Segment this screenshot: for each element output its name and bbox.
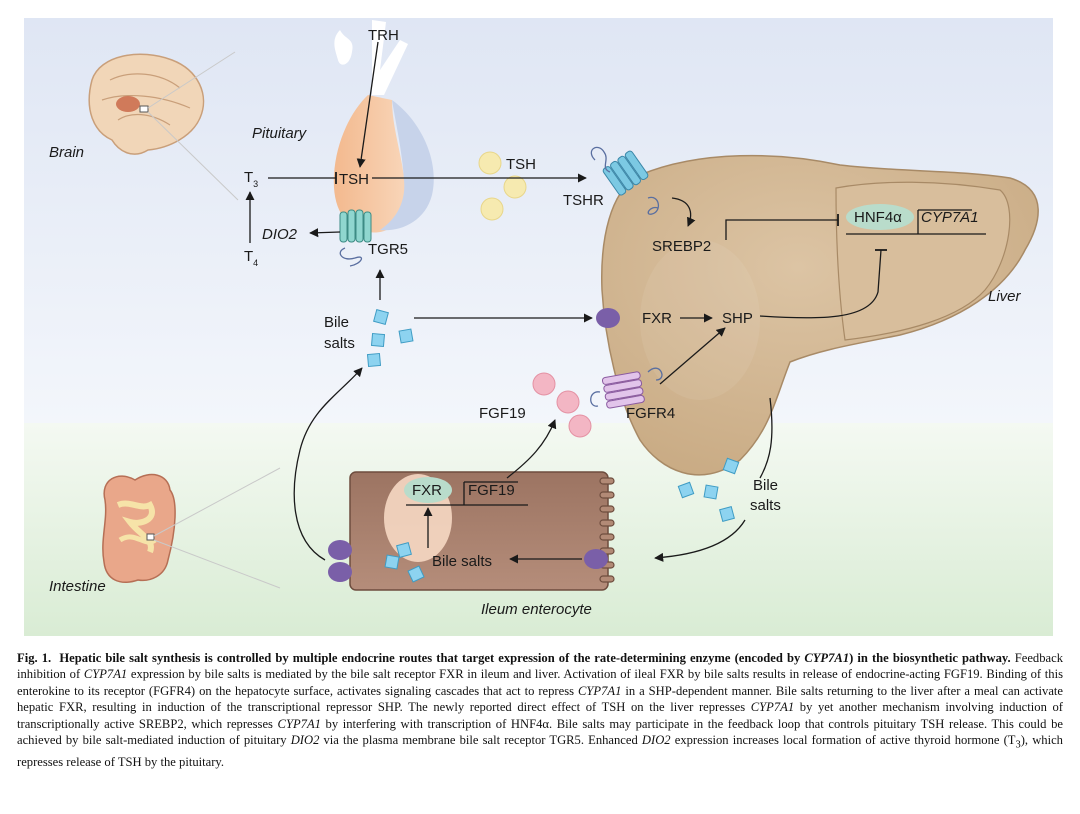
bile-salts-top-label-1: Bile xyxy=(324,314,349,331)
fgf19-release-arrow xyxy=(506,419,557,479)
brain-illustration xyxy=(88,51,239,201)
bile-salt-particles xyxy=(366,309,740,583)
ileum-enterocyte-label: Ileum enterocyte xyxy=(481,601,592,618)
fgfr4-loop-icon xyxy=(590,391,601,407)
fgfr4-to-shp-arrow xyxy=(659,327,726,385)
t3-label: T3 xyxy=(244,169,258,189)
bile-salts-right-label-1: Bile xyxy=(753,477,778,494)
srebp2-label: SREBP2 xyxy=(652,238,711,255)
fxr-cell-label: FXR xyxy=(412,482,442,499)
fgfr4-label: FGFR4 xyxy=(626,405,675,422)
pathway-arrows xyxy=(245,41,986,564)
t4-label: T4 xyxy=(244,248,258,268)
tsh-hormone-label: TSH xyxy=(506,156,536,173)
endocrine-diagram: TRH Pituitary Brain T3 T4 TSH DIO2 TGR5 … xyxy=(24,18,1053,636)
enterocyte-cell xyxy=(349,471,615,591)
intestine-label: Intestine xyxy=(49,578,106,595)
figure-caption: Fig. 1. Hepatic bile salt synthesis is c… xyxy=(17,651,1063,769)
fgfr4-tail-icon xyxy=(647,367,663,381)
tshr-loop-icon xyxy=(647,196,659,215)
hnf4a-oval xyxy=(846,204,914,230)
bile-salts-cell-label: Bile salts xyxy=(432,553,492,570)
cyp7a1-liver-label: CYP7A1 xyxy=(921,209,979,226)
fgf19-molecules xyxy=(532,372,592,438)
tshr-receptor xyxy=(602,150,649,196)
srebp2-inhibit-hnf4a xyxy=(725,219,838,240)
fxr-liver-label: FXR xyxy=(642,310,672,327)
shp-label: SHP xyxy=(722,310,753,327)
fgf19-cell-label: FGF19 xyxy=(468,482,515,499)
pituitary-label: Pituitary xyxy=(252,125,308,142)
tsh-molecules xyxy=(478,151,527,221)
intestine-illustration xyxy=(102,467,281,589)
fxr-cell-oval xyxy=(404,477,452,503)
fgfr4-receptor xyxy=(601,371,645,409)
tgr5-receptor xyxy=(339,209,372,267)
bile-salts-return-arrow xyxy=(293,367,363,561)
tgr5-label: TGR5 xyxy=(368,241,408,258)
tsh-pituitary-label: TSH xyxy=(339,171,369,188)
liver-label: Liver xyxy=(988,288,1022,305)
tshr-label: TSHR xyxy=(563,192,604,209)
fgf19-hormone-label: FGF19 xyxy=(479,405,526,422)
shp-inhibit-cyp7a1 xyxy=(759,249,882,319)
diagram-labels: TRH Pituitary Brain T3 T4 TSH DIO2 TGR5 … xyxy=(49,27,1022,618)
dio2-label: DIO2 xyxy=(262,226,298,243)
trh-arrow xyxy=(356,41,379,168)
transporters xyxy=(328,308,620,582)
tshr-tail-icon xyxy=(590,146,611,173)
bile-salts-to-ileum-arrow xyxy=(654,519,746,562)
tshr-srebp2-arrow xyxy=(671,197,696,227)
brain-label: Brain xyxy=(49,144,84,161)
bile-salts-right-label-2: salts xyxy=(750,497,781,514)
caption-title: Fig. 1. Hepatic bile salt synthesis is c… xyxy=(17,651,1011,665)
pituitary-illustration xyxy=(333,20,434,233)
bile-salts-liver-exit-arrow xyxy=(759,397,773,479)
trh-label: TRH xyxy=(368,27,399,44)
hnf4a-label: HNF4α xyxy=(854,209,902,226)
dio2-arrow xyxy=(309,228,341,238)
bile-salts-top-label-2: salts xyxy=(324,335,355,352)
